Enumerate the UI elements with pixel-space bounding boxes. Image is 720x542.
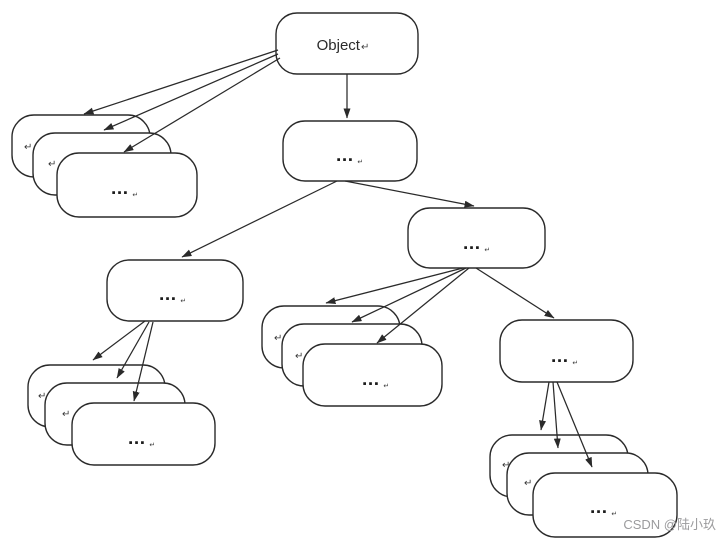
- cluster-level3-middle: ↵ ↵ ▪▪▪↵: [261, 305, 443, 407]
- edge-right-to-mid-cluster-back: [325, 267, 464, 305]
- node-label: ▪▪▪↵: [112, 187, 139, 199]
- edge-level3-to-cluster-back: [539, 381, 550, 431]
- edge-left-to-cluster-front: [132, 321, 154, 402]
- hidden-node-return-char: ↵: [24, 142, 32, 153]
- node-label: ▪▪▪↵: [129, 437, 156, 449]
- tree-node-front: [532, 472, 678, 538]
- node-label: ▪▪▪↵: [464, 242, 491, 254]
- hidden-node-return-char: ↵: [62, 409, 70, 420]
- edge-center-to-right: [344, 180, 475, 208]
- tree-node: [499, 319, 634, 383]
- tree-node-front: [302, 343, 443, 407]
- node-level1-center: ▪▪▪↵: [282, 120, 418, 182]
- cluster-level4-right: ↵ ↵ ▪▪▪↵: [489, 434, 678, 538]
- node-level3-right: ▪▪▪↵: [499, 319, 634, 383]
- node-label: ▪▪▪↵: [591, 506, 618, 518]
- node-label: ▪▪▪↵: [337, 154, 364, 166]
- edge-right-to-mid-cluster-middle: [351, 267, 467, 323]
- edge-root-to-left-back: [83, 49, 279, 115]
- edge-center-to-left: [181, 180, 338, 258]
- tree-node: [282, 120, 418, 182]
- hidden-node-return-char: ↵: [502, 460, 510, 471]
- edge-root-to-left-front: [123, 57, 281, 153]
- node-level2-right: ▪▪▪↵: [407, 207, 546, 269]
- edge-root-to-left-middle: [103, 53, 279, 131]
- node-label: ▪▪▪↵: [363, 378, 390, 390]
- node-label: ▪▪▪↵: [552, 355, 579, 367]
- edge-level3-to-cluster-middle: [552, 381, 561, 449]
- node-level2-left: ▪▪▪↵: [106, 259, 244, 322]
- node-root-object: Object↵: [275, 12, 419, 75]
- cluster-level3-left: ↵ ↵ ▪▪▪↵: [27, 364, 216, 466]
- hidden-node-return-char: ↵: [295, 351, 303, 362]
- watermark-text: CSDN @陆小玖: [623, 517, 716, 532]
- edge-right-to-level3-right: [475, 267, 555, 319]
- edge-left-to-cluster-middle: [116, 321, 150, 379]
- hidden-node-return-char: ↵: [38, 391, 46, 402]
- tree-node: [106, 259, 244, 322]
- node-label: Object↵: [317, 37, 370, 54]
- tree-node: [407, 207, 546, 269]
- hidden-node-return-char: ↵: [48, 159, 56, 170]
- node-label: ▪▪▪↵: [160, 293, 187, 305]
- edge-right-to-mid-cluster-front: [376, 267, 470, 344]
- tree-node-front: [56, 152, 198, 218]
- edge-left-to-cluster-back: [92, 320, 146, 361]
- hidden-node-return-char: ↵: [274, 333, 282, 344]
- hidden-node-return-char: ↵: [524, 478, 532, 489]
- tree-node-front: [71, 402, 216, 466]
- edges: [83, 49, 593, 468]
- edge-level3-to-cluster-front: [556, 381, 593, 468]
- cluster-level1-left: ↵ ↵ ▪▪▪↵: [11, 114, 198, 218]
